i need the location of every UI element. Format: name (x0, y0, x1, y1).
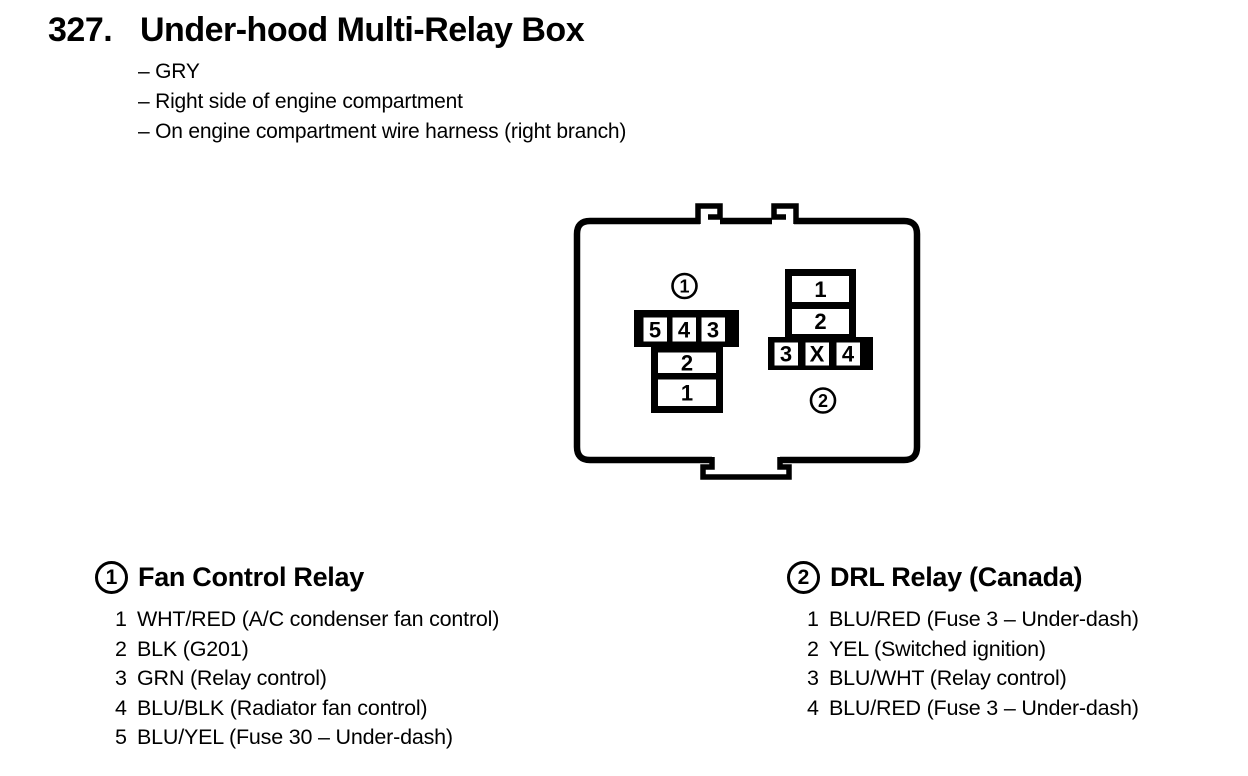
callout-1-circle (671, 272, 698, 300)
pin-label-1: 1 (681, 381, 693, 406)
pin-label-2: 2 (681, 351, 693, 376)
mount-tab-bottom-icon (700, 457, 792, 480)
note-line-harness: – On engine compartment wire harness (ri… (138, 120, 627, 143)
pin-list: 1 WHT/RED (A/C condenser fan control) 2 … (103, 605, 635, 753)
pin-number: 4 (807, 695, 819, 720)
pin-label-1: 1 (814, 277, 826, 302)
pin-number: 3 (115, 666, 127, 691)
pin-number: 4 (115, 695, 127, 720)
pin-desc: GRN (Relay control) (137, 666, 327, 691)
pin-row: 2 BLK (G201) (103, 635, 635, 665)
pin-number: 2 (115, 636, 127, 661)
mount-hook-top-right-icon (771, 203, 799, 224)
fan-relay-connector: 5 4 3 2 1 1 (634, 272, 739, 413)
pin-label-x: X (810, 342, 825, 367)
mount-hook-top-left-icon (695, 203, 723, 224)
pin-cell-2 (658, 352, 716, 373)
pin-row: 1 WHT/RED (A/C condenser fan control) (103, 605, 635, 635)
pin-number: 1 (807, 607, 819, 631)
legend-title: Fan Control Relay (138, 562, 364, 592)
pin-cell-1 (792, 276, 849, 302)
relay-box-diagram: 5 4 3 2 1 1 1 2 3 X 4 2 (573, 203, 921, 480)
legend-fan-control-relay: 1 Fan Control Relay 1 WHT/RED (A/C conde… (95, 561, 635, 753)
location-notes: – GRY – Right side of engine compartment… (138, 57, 626, 147)
pin-row: 4 BLU/BLK (Radiator fan control) (103, 694, 635, 724)
pin-label-4: 4 (842, 342, 855, 367)
pin-label-2: 2 (814, 309, 826, 334)
section-header: 327. Under-hood Multi-Relay Box (48, 11, 585, 50)
pin-desc: WHT/RED (A/C condenser fan control) (137, 607, 500, 631)
legend-drl-relay: 2 DRL Relay (Canada) 1 BLU/RED (Fuse 3 –… (787, 561, 1227, 723)
note-line-location: – Right side of engine compartment (138, 90, 463, 113)
pin-cell-3 (701, 317, 725, 342)
pin-cell-2 (792, 309, 849, 334)
pin-row: 4 BLU/RED (Fuse 3 – Under-dash) (795, 694, 1227, 724)
pin-row: 3 GRN (Relay control) (103, 664, 635, 694)
drl-relay-connector: 1 2 3 X 4 2 (768, 269, 873, 414)
callout-2-circle (809, 387, 837, 414)
pin-desc: BLU/RED (Fuse 3 – Under-dash) (829, 607, 1139, 631)
callout-1-badge: 1 (95, 561, 128, 594)
pin-cell-4 (672, 317, 696, 342)
pin-label-3: 3 (780, 342, 792, 367)
pin-row: 3 BLU/WHT (Relay control) (795, 664, 1227, 694)
legend-head: 2 DRL Relay (Canada) (787, 561, 1227, 594)
pin-desc: BLU/WHT (Relay control) (829, 666, 1067, 691)
pin-number: 2 (807, 636, 819, 661)
pin-desc: YEL (Switched ignition) (829, 636, 1046, 661)
legend-title: DRL Relay (Canada) (830, 562, 1083, 592)
page-title: Under-hood Multi-Relay Box (140, 11, 585, 49)
legend-head: 1 Fan Control Relay (95, 561, 635, 594)
callout-2-badge: 2 (787, 561, 820, 594)
pin-cell-1 (658, 379, 716, 406)
pin-number: 5 (115, 725, 127, 750)
pin-list: 1 BLU/RED (Fuse 3 – Under-dash) 2 YEL (S… (795, 605, 1227, 723)
pin-row: 5 BLU/YEL (Fuse 30 – Under-dash) (103, 723, 635, 753)
pin-number: 1 (115, 607, 127, 631)
section-number: 327. (48, 11, 113, 49)
pin-desc: BLK (G201) (137, 636, 249, 661)
pin-cell-4 (836, 342, 860, 366)
pin-cell-x (805, 342, 829, 366)
pin-label-5: 5 (649, 318, 661, 343)
callout-1-label: 1 (679, 277, 689, 297)
pin-row: 2 YEL (Switched ignition) (795, 635, 1227, 665)
note-line-color: – GRY (138, 60, 200, 83)
pin-label-4: 4 (678, 318, 691, 343)
pin-number: 3 (807, 666, 819, 691)
pin-cell-3 (774, 342, 798, 366)
pin-label-3: 3 (707, 318, 719, 343)
relay-box-outline-left (573, 217, 712, 464)
pin-cell-5 (643, 317, 667, 342)
pin-desc: BLU/YEL (Fuse 30 – Under-dash) (137, 725, 453, 750)
callout-2-label: 2 (818, 391, 828, 411)
pin-row: 1 BLU/RED (Fuse 3 – Under-dash) (795, 605, 1227, 635)
relay-box-outline-right (780, 217, 921, 464)
pin-desc: BLU/RED (Fuse 3 – Under-dash) (829, 695, 1139, 720)
pin-desc: BLU/BLK (Radiator fan control) (137, 695, 428, 720)
